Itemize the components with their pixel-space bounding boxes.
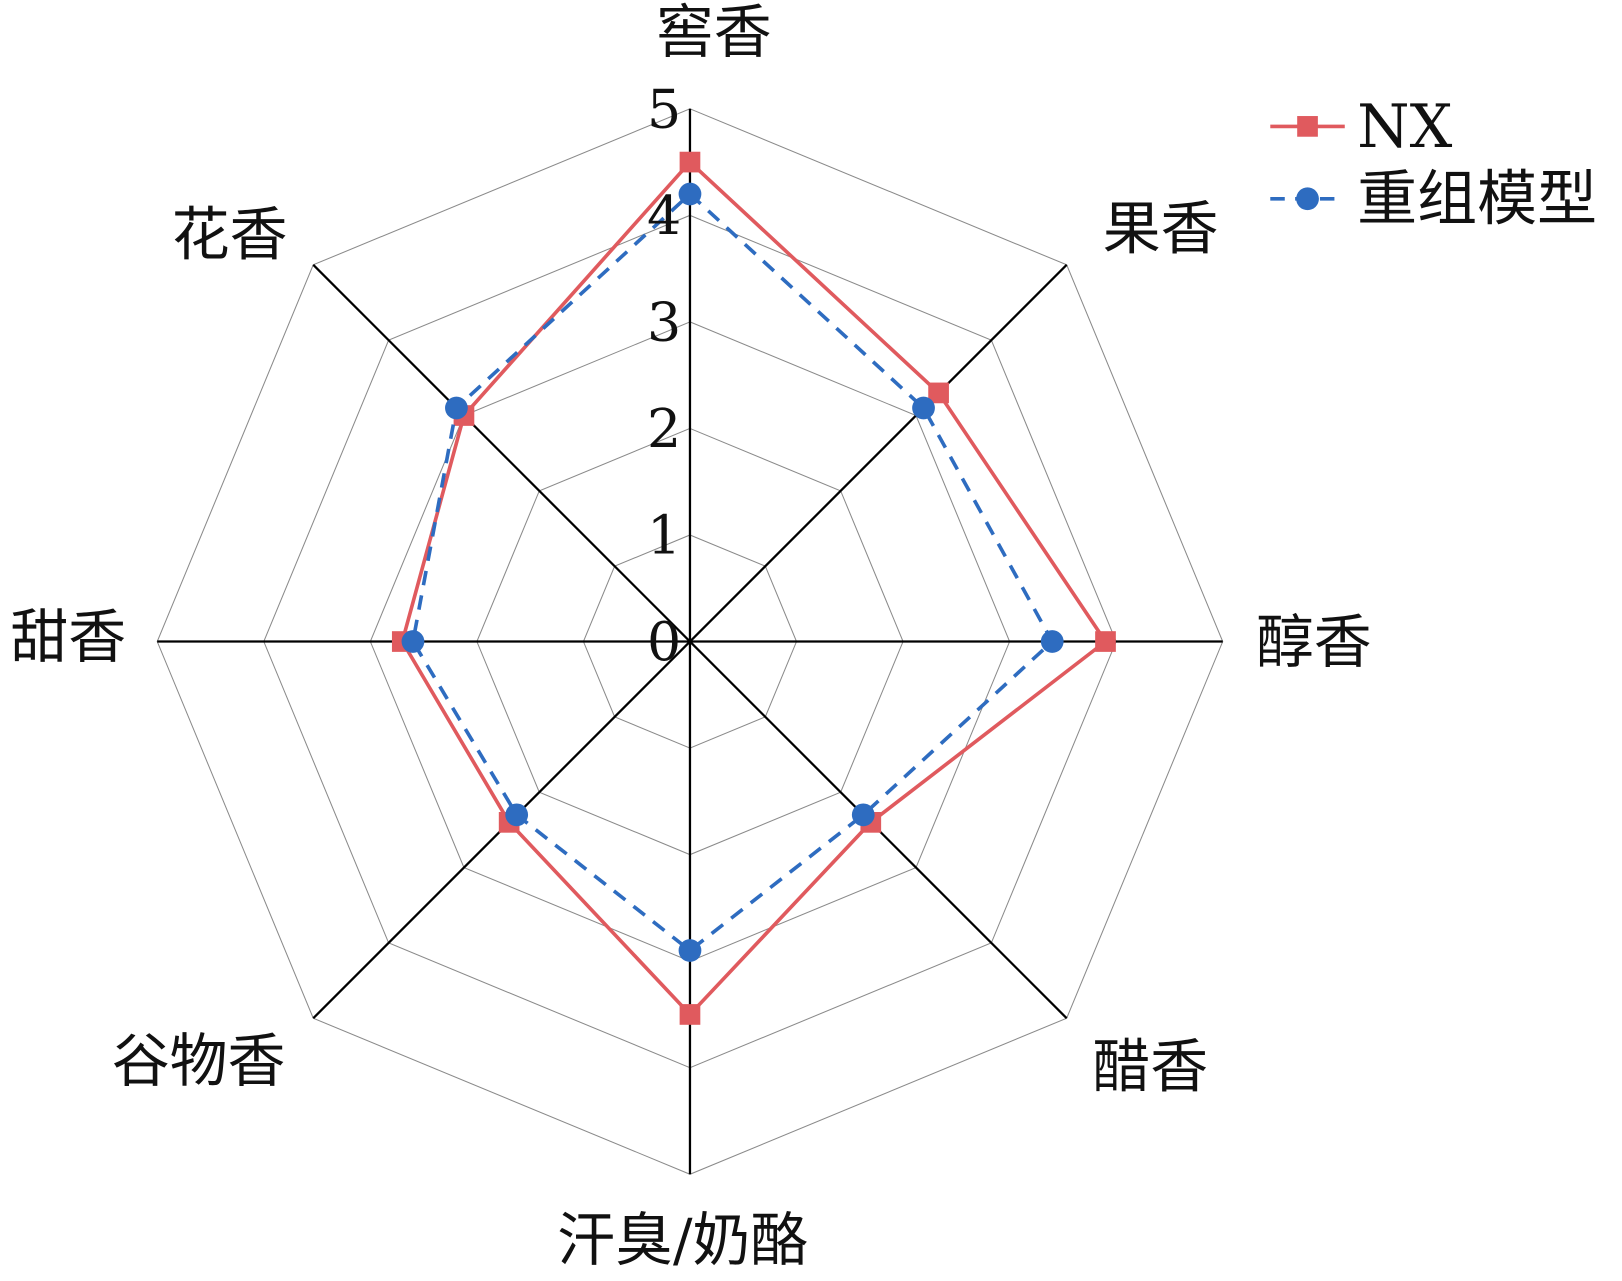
category-label: 甜香 xyxy=(10,603,126,671)
data-point-marker xyxy=(678,182,702,206)
tick-label: 2 xyxy=(647,397,681,460)
data-point-marker xyxy=(678,939,702,962)
category-label: 果香 xyxy=(1103,194,1219,262)
legend-marker xyxy=(1297,116,1318,137)
tick-labels: 0 1 2 3 4 5 xyxy=(647,77,681,673)
category-label: 谷物香 xyxy=(112,1027,286,1095)
category-label: 醇香 xyxy=(1256,608,1372,676)
axis-line xyxy=(689,264,1068,643)
tick-label: 5 xyxy=(647,77,681,140)
series-line xyxy=(411,191,1055,953)
tick-label: 1 xyxy=(647,504,681,567)
tick-label: 0 xyxy=(647,610,681,673)
category-label: 醋香 xyxy=(1092,1032,1208,1100)
data-point-marker xyxy=(1040,630,1064,653)
data-point-marker xyxy=(679,151,701,173)
series-NX xyxy=(391,151,1116,1025)
legend-marker xyxy=(1296,187,1319,211)
series-line xyxy=(400,159,1108,1018)
category-label: 窖香 xyxy=(656,0,772,66)
legend-label: NX xyxy=(1357,92,1452,162)
data-point-marker xyxy=(912,396,935,420)
legend-item: NX xyxy=(1270,92,1453,162)
data-point-marker xyxy=(1095,631,1116,652)
data-point-marker xyxy=(928,382,949,404)
series-重组模型 xyxy=(401,182,1064,962)
axis-line xyxy=(312,264,691,643)
tick-label: 3 xyxy=(647,291,681,354)
data-point-marker xyxy=(679,1004,701,1025)
tick-label: 4 xyxy=(647,184,681,247)
data-point-marker xyxy=(851,803,875,827)
category-label: 花香 xyxy=(172,201,288,269)
category-label: 汗臭/奶酪 xyxy=(557,1206,808,1274)
data-point-marker xyxy=(445,396,468,420)
data-point-marker xyxy=(401,630,425,653)
legend-item: 重组模型 xyxy=(1270,164,1597,234)
data-point-marker xyxy=(505,803,529,827)
series-layer xyxy=(391,151,1116,1025)
legend-label: 重组模型 xyxy=(1357,164,1597,234)
